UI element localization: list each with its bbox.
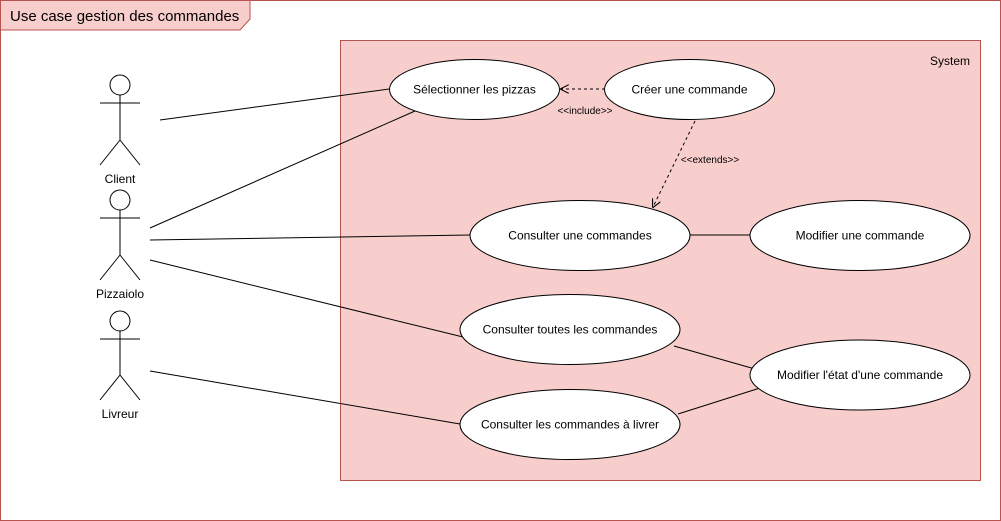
include-label: <<include>> — [557, 106, 612, 117]
use-case-modifier-etat: Modifier l'état d'une commande — [777, 368, 943, 382]
use-case-selectionner-ellipse[interactable] — [389, 59, 560, 120]
use-case-modifier-une-ellipse[interactable] — [749, 200, 971, 271]
use-case-consulter-une-ellipse[interactable] — [469, 200, 691, 271]
use-case-consulter-toutes: Consulter toutes les commandes — [483, 323, 658, 337]
actor-pizzaiolo-figure[interactable] — [99, 189, 141, 281]
use-case-creer: Créer une commande — [631, 83, 747, 97]
use-case-consulter-livrer-ellipse[interactable] — [459, 389, 681, 460]
frame-title-tab — [0, 0, 251, 31]
system-label: System — [930, 54, 970, 68]
assoc-toutes-modifier-etat — [673, 345, 756, 370]
use-case-selectionner: Sélectionner les pizzas — [413, 83, 536, 97]
assoc-pizzaiolo-consulter-une — [149, 234, 471, 241]
frame-title: Use case gestion des commandes — [10, 8, 239, 25]
use-case-consulter-toutes-ellipse[interactable] — [459, 294, 681, 365]
use-case-consulter-livrer: Consulter les commandes à livrer — [481, 418, 659, 432]
actor-livreur-label: Livreur — [102, 407, 139, 421]
use-case-modifier-une: Modifier une commande — [796, 229, 925, 243]
use-case-modifier-etat-ellipse[interactable] — [749, 339, 971, 411]
actor-livreur-figure[interactable] — [99, 310, 141, 401]
extends-label: <<extends>> — [681, 155, 740, 166]
extends-arrow — [653, 120, 696, 207]
assoc-pizzaiolo-selectionner — [149, 110, 416, 229]
assoc-client-selectionner — [159, 88, 390, 121]
use-case-creer-ellipse[interactable] — [604, 59, 775, 120]
assoc-livreur-consulter-livrer — [149, 370, 461, 425]
assoc-livrer-modifier-etat — [677, 387, 761, 415]
use-case-consulter-une: Consulter une commandes — [508, 229, 651, 243]
assoc-pizzaiolo-consulter-toutes — [149, 259, 464, 338]
actor-client-label: Client — [105, 172, 136, 186]
actor-pizzaiolo-label: Pizzaiolo — [96, 287, 144, 301]
actor-client-figure[interactable] — [99, 74, 141, 166]
